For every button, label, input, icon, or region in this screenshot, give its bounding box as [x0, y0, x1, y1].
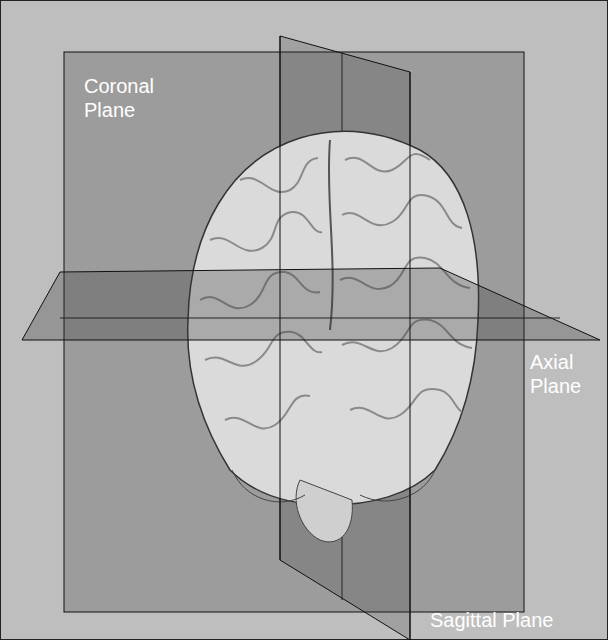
plane-label: Axial Plane — [530, 350, 600, 398]
plane-label: Sagittal Plane — [430, 608, 600, 632]
plane-label: Coronal Plane — [84, 74, 174, 122]
